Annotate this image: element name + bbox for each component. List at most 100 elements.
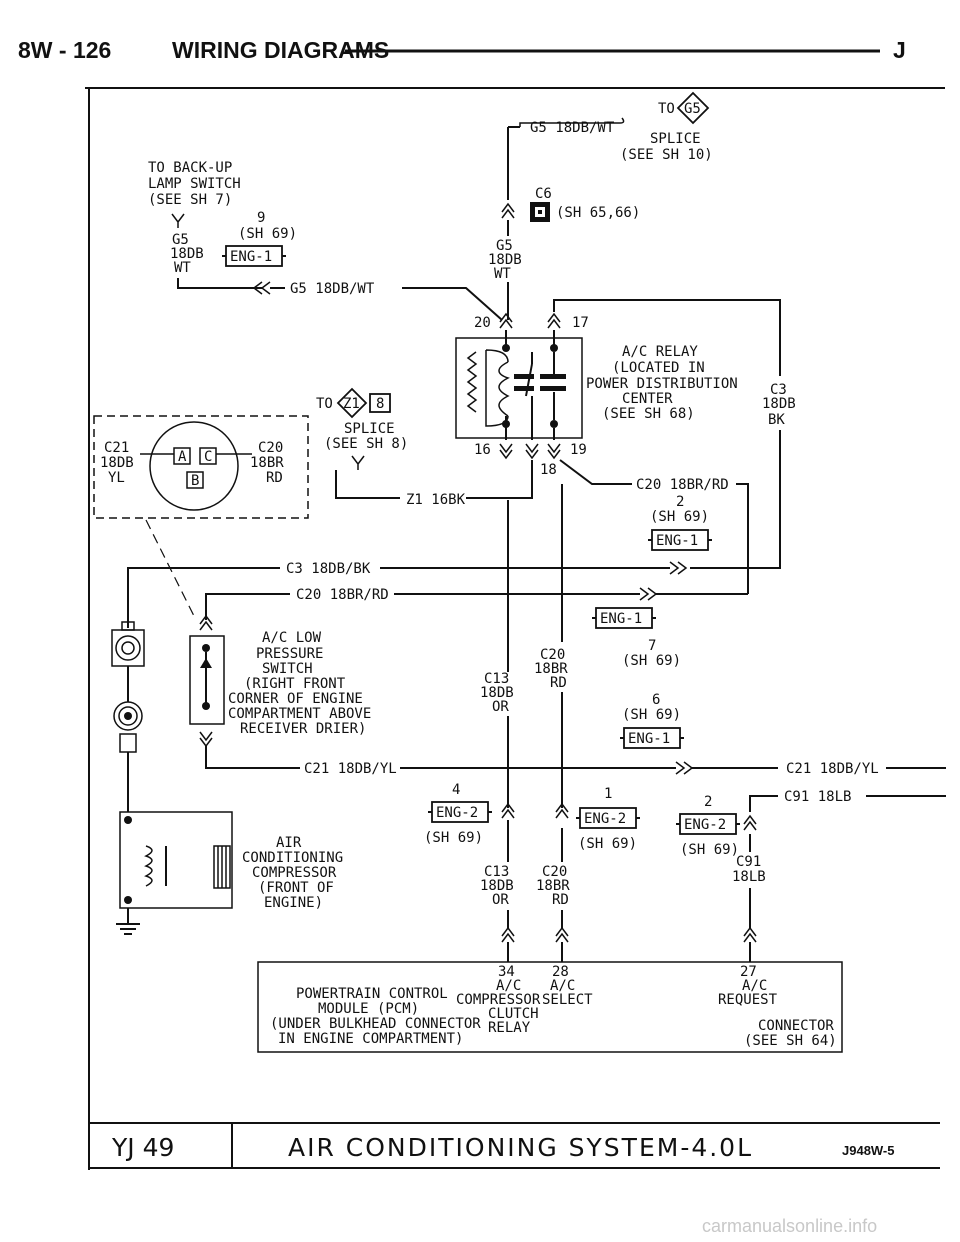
connector-chevron-icon (675, 761, 694, 775)
label-c13b-1: C13 (484, 864, 509, 880)
connector-chevron-icon (501, 926, 515, 943)
ac-low-pressure-switch: A/C LOW PRESSURE SWITCH (RIGHT FRONT COR… (189, 614, 371, 748)
label-eng2-b: ENG-2 (584, 811, 626, 827)
label-relay4: CENTER (622, 391, 673, 407)
label-lps1: A/C LOW (262, 630, 322, 646)
label-c13b-2: 18DB (480, 878, 514, 894)
label-pin34: 34 (498, 964, 515, 980)
section-letter: J (893, 37, 906, 63)
label-splice-a: SPLICE (650, 131, 701, 147)
label-c20-wire-relay: C20 18BR/RD (636, 477, 729, 493)
label-pin20: 20 (474, 315, 491, 331)
label-lps7: RECEIVER DRIER) (240, 721, 366, 737)
label-c21-1: C21 (104, 440, 129, 456)
label-backup1: TO BACK-UP (148, 160, 232, 176)
label-pin2-b: 2 (704, 794, 712, 810)
label-c21-3: YL (108, 470, 125, 486)
label-acc4: (FRONT OF (258, 880, 334, 896)
label-relay3: POWER DISTRIBUTION (586, 376, 738, 392)
page-footer: YJ 49 AIR CONDITIONING SYSTEM-4.0L J948W… (89, 1122, 940, 1169)
label-backup3: (SEE SH 7) (148, 192, 232, 208)
label-g5-wire-mid: G5 18DB/WT (290, 281, 375, 297)
label-z1-wire: Z1 16BK (406, 492, 466, 508)
label-relay2: (LOCATED IN (612, 360, 705, 376)
label-pin28: 28 (552, 964, 569, 980)
label-c21-wire-r: C21 18DB/YL (786, 761, 879, 777)
footer-title: AIR CONDITIONING SYSTEM-4.0L (288, 1133, 753, 1162)
label-pin1: 1 (604, 786, 612, 802)
label-eng1-c: ENG-1 (600, 611, 642, 627)
label-backup2: LAMP SWITCH (148, 176, 241, 192)
g5-splice-reference: TO G5 SPLICE (SEE SH 10) G5 18DB/WT (519, 91, 713, 163)
label-c21-wire: C21 18DB/YL (304, 761, 397, 777)
label-pin27: 27 (740, 964, 757, 980)
footer-code: J948W-5 (842, 1143, 895, 1158)
label-c3-1: C3 (770, 382, 787, 398)
label-sh6566: (SH 65,66) (556, 205, 640, 221)
connector-chevron-icon (501, 202, 515, 219)
label-acc5: ENGINE) (264, 895, 323, 911)
label-conn1: CONNECTOR (758, 1018, 834, 1034)
label-pcm2: MODULE (PCM) (318, 1001, 419, 1017)
label-c20-wire: C20 18BR/RD (296, 587, 389, 603)
label-eng1-a: ENG-1 (230, 249, 272, 265)
label-eng2-c: ENG-2 (684, 817, 726, 833)
label-req2: REQUEST (718, 992, 778, 1008)
ac-relay: 20 17 16 19 18 A/C RELAY (LOCATED IN POW… (455, 312, 738, 478)
connector-chevron-icon (555, 802, 569, 819)
label-see-sh10: (SEE SH 10) (620, 147, 713, 163)
label-pcm1: POWERTRAIN CONTROL (296, 986, 448, 1002)
label-sel1: A/C (550, 978, 575, 994)
label-conn2: (SEE SH 64) (744, 1033, 837, 1049)
arrow-icon (171, 213, 185, 228)
label-pin17: 17 (572, 315, 589, 331)
label-sel2: SELECT (542, 992, 593, 1008)
connector-chevron-icon (525, 443, 539, 460)
label-pin6: 6 (652, 692, 660, 708)
backup-lamp-reference: TO BACK-UP LAMP SWITCH (SEE SH 7) G5 18D… (148, 160, 297, 276)
compressor-box (119, 811, 233, 909)
label-clutch2: COMPRESSOR (456, 992, 541, 1008)
label-c91-2: 18LB (732, 869, 766, 885)
label-pin-b: B (191, 473, 199, 489)
label-g5-wire-top: G5 18DB/WT (530, 120, 615, 136)
label-c91-1: C91 (736, 854, 761, 870)
label-g5-l1: G5 (172, 232, 189, 248)
label-c20b-1: C20 (542, 864, 567, 880)
label-c3-3: BK (768, 412, 785, 428)
label-pin18: 18 (540, 462, 557, 478)
label-c20-2: 18BR (250, 455, 284, 471)
label-g5-r3: WT (494, 266, 511, 282)
label-c20m-1: C20 (540, 647, 565, 663)
label-g5-l2: 18DB (170, 246, 204, 262)
label-lps4: (RIGHT FRONT (244, 676, 346, 692)
footer-model: YJ 49 (111, 1133, 174, 1162)
switch-connector-view: A C B C21 18DB YL C20 18BR RD (93, 415, 309, 519)
label-to-z1: TO (316, 396, 333, 412)
label-clutch3: CLUTCH (488, 1006, 539, 1022)
label-c20m-3: RD (550, 675, 567, 691)
label-c13m-1: C13 (484, 671, 509, 687)
connector-chevron-icon (555, 926, 569, 943)
label-eng1-d: ENG-1 (628, 731, 670, 747)
connector-chevron-icon (639, 587, 658, 601)
label-z1-badge: Z1 (343, 396, 360, 412)
label-c21-2: 18DB (100, 455, 134, 471)
label-g5-r1: G5 (496, 238, 513, 254)
label-pin7: 7 (648, 638, 656, 654)
connector-chevron-icon (199, 731, 213, 748)
label-splice-b: SPLICE (344, 421, 395, 437)
label-to-g5: TO (658, 101, 675, 117)
label-pin-c: C (204, 449, 212, 465)
label-c20-3: RD (266, 470, 283, 486)
label-clutch1: A/C (496, 978, 521, 994)
label-req1: A/C (742, 978, 767, 994)
label-pin9: 9 (257, 210, 265, 226)
connector-chevron-icon (499, 312, 513, 329)
connector-chevron-icon (547, 312, 561, 329)
connector-chevron-icon (743, 814, 757, 831)
label-acc3: COMPRESSOR (252, 865, 337, 881)
label-lps5: CORNER OF ENGINE (228, 691, 363, 707)
label-pin19: 19 (570, 442, 587, 458)
label-c13m-2: 18DB (480, 685, 514, 701)
